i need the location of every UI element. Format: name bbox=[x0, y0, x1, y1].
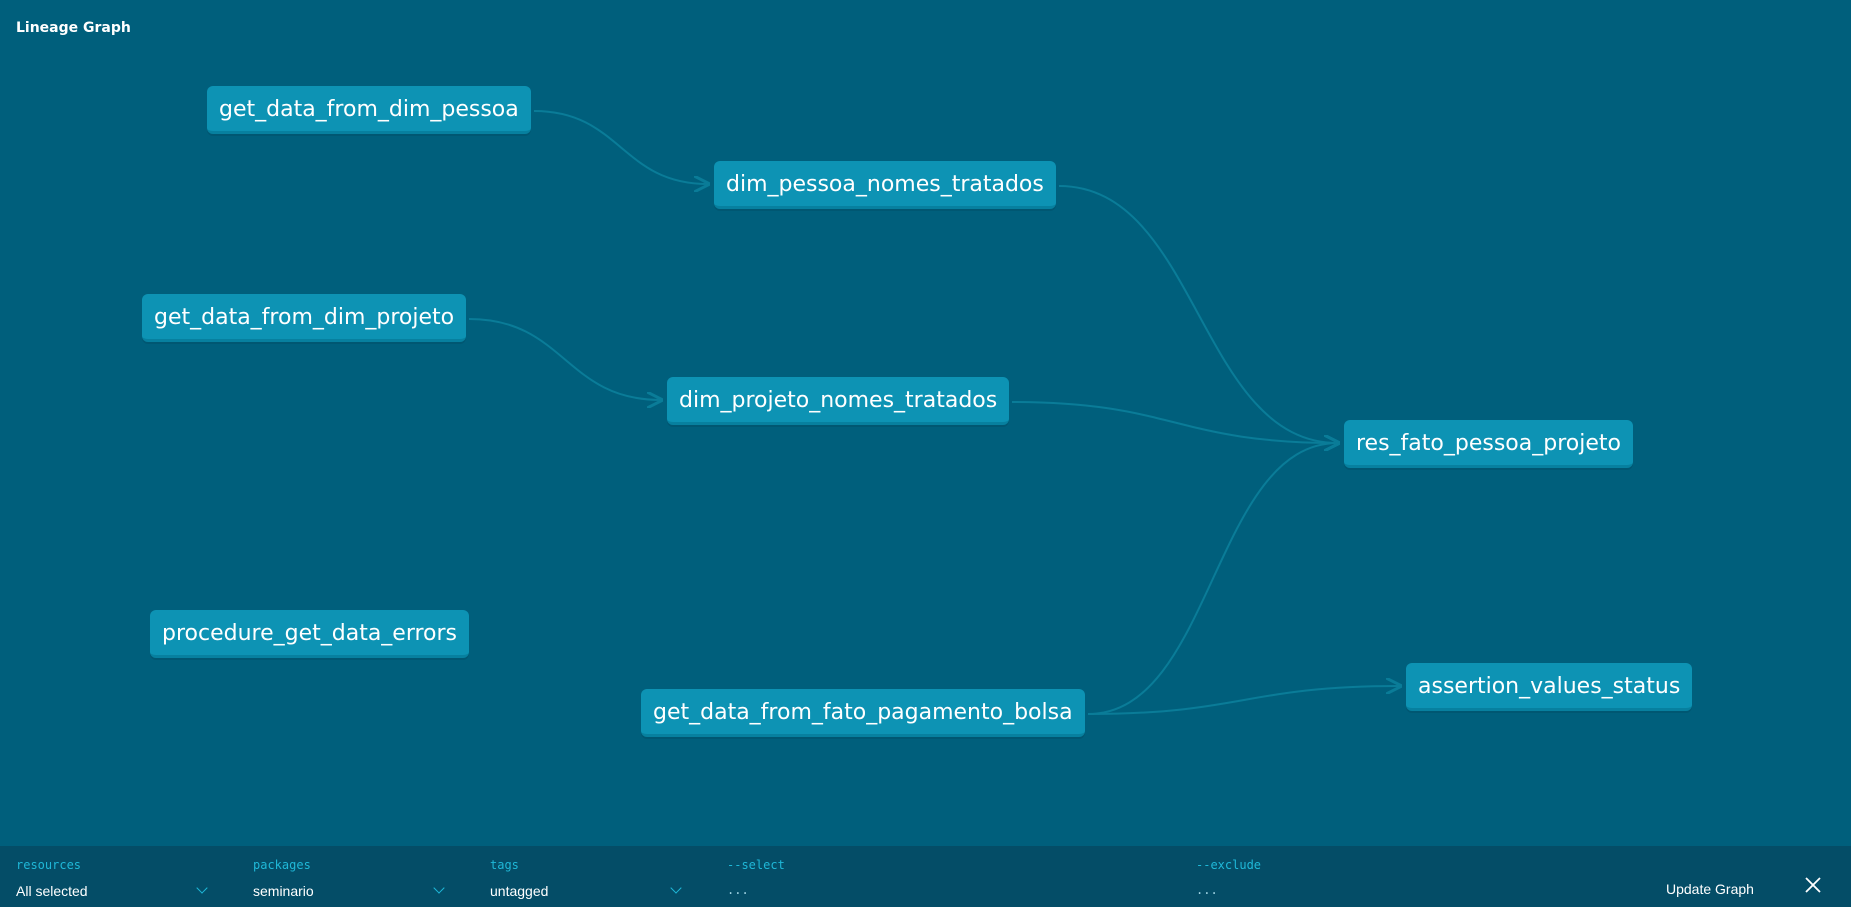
exclude-label: --exclude bbox=[1196, 858, 1262, 872]
node-dim-projeto-nomes-tratados[interactable]: dim_projeto_nomes_tratados bbox=[667, 377, 1010, 425]
resources-dropdown[interactable]: resources All selected bbox=[16, 846, 208, 907]
packages-label: packages bbox=[253, 858, 311, 872]
update-graph-button[interactable]: Update Graph bbox=[1666, 881, 1754, 897]
node-assertion-values-status[interactable]: assertion_values_status bbox=[1406, 663, 1693, 711]
edge-n3-n4 bbox=[468, 318, 661, 400]
filter-toolbar: resources All selected packages seminari… bbox=[0, 846, 1851, 907]
edge-n2-n5 bbox=[1058, 185, 1338, 443]
node-dim-pessoa-nomes-tratados[interactable]: dim_pessoa_nomes_tratados bbox=[714, 161, 1056, 209]
node-get-data-from-dim-pessoa[interactable]: get_data_from_dim_pessoa bbox=[207, 86, 531, 134]
tags-dropdown[interactable]: tags untagged bbox=[490, 846, 682, 907]
node-procedure-get-data-errors[interactable]: procedure_get_data_errors bbox=[150, 610, 470, 658]
close-icon[interactable] bbox=[1800, 872, 1826, 898]
packages-value[interactable]: seminario bbox=[253, 883, 314, 899]
tags-label: tags bbox=[490, 858, 519, 872]
select-input[interactable] bbox=[727, 880, 1127, 900]
edge-n1-n2 bbox=[533, 110, 708, 184]
chevron-down-icon[interactable] bbox=[670, 882, 682, 894]
chevron-down-icon[interactable] bbox=[433, 882, 445, 894]
exclude-input[interactable] bbox=[1196, 880, 1596, 900]
node-res-fato-pessoa-projeto[interactable]: res_fato_pessoa_projeto bbox=[1344, 420, 1633, 468]
resources-value[interactable]: All selected bbox=[16, 883, 88, 899]
node-get-data-from-fato-pagamento-bolsa[interactable]: get_data_from_fato_pagamento_bolsa bbox=[641, 689, 1085, 737]
exclude-field[interactable]: --exclude bbox=[1196, 846, 1616, 907]
node-get-data-from-dim-projeto[interactable]: get_data_from_dim_projeto bbox=[142, 294, 467, 342]
packages-dropdown[interactable]: packages seminario bbox=[253, 846, 445, 907]
select-label: --select bbox=[727, 858, 785, 872]
tags-value[interactable]: untagged bbox=[490, 883, 549, 899]
resources-label: resources bbox=[16, 858, 82, 872]
edge-n7-n8 bbox=[1087, 686, 1400, 715]
edge-n4-n5 bbox=[1011, 401, 1338, 443]
chevron-down-icon[interactable] bbox=[196, 882, 208, 894]
page-title: Lineage Graph bbox=[16, 20, 131, 36]
edge-n7-n5 bbox=[1087, 443, 1338, 715]
select-field[interactable]: --select bbox=[727, 846, 1147, 907]
edges-layer bbox=[468, 110, 1851, 715]
